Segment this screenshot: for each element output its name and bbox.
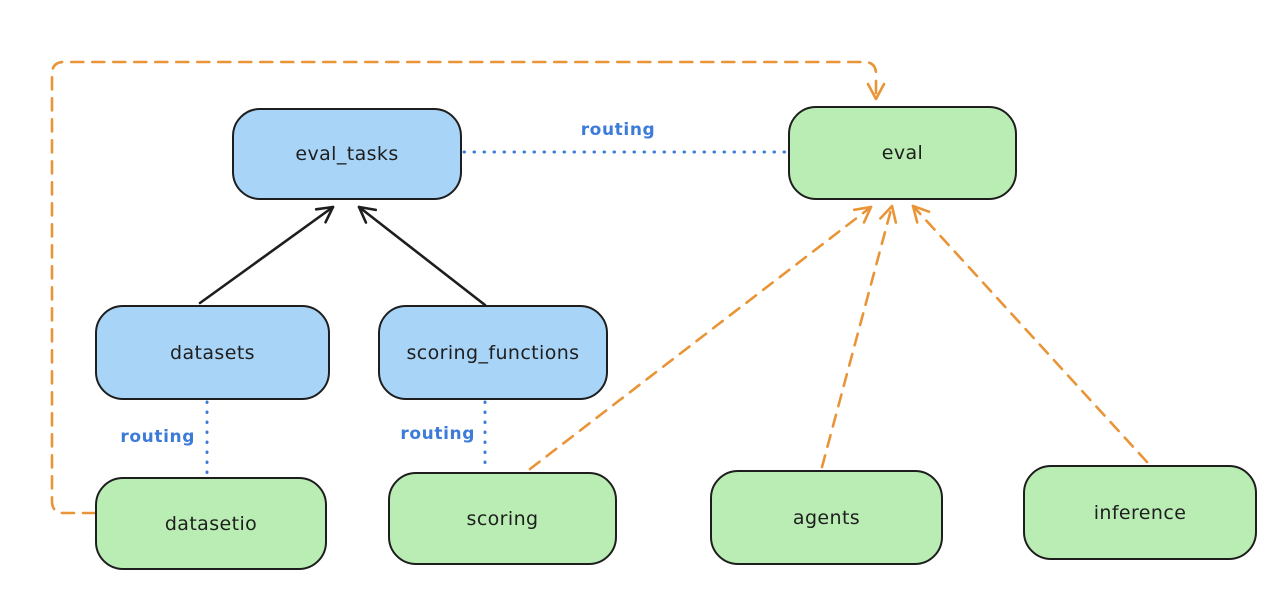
node-scoring-functions-label: scoring_functions	[406, 341, 580, 364]
node-datasets: datasets	[95, 305, 330, 400]
node-agents: agents	[710, 470, 943, 565]
routing-label-scoring-functions-scoring: routing	[400, 424, 475, 444]
node-datasets-label: datasets	[170, 341, 255, 364]
node-agents-label: agents	[792, 506, 861, 529]
node-scoring-label: scoring	[466, 507, 539, 530]
node-scoring-functions: scoring_functions	[378, 305, 608, 400]
edge-agents-to-eval	[820, 204, 898, 469]
node-eval-tasks: eval_tasks	[232, 108, 462, 200]
node-eval: eval	[788, 106, 1017, 200]
edge-scoring-functions-to-eval-tasks	[357, 205, 487, 307]
node-eval-label: eval	[881, 142, 924, 164]
node-inference-label: inference	[1093, 501, 1187, 524]
edge-scoring-to-eval	[528, 205, 873, 471]
node-eval-tasks-label: eval_tasks	[295, 143, 399, 165]
node-scoring: scoring	[388, 472, 617, 565]
edge-datasetio-to-eval	[50, 60, 886, 515]
edge-inference-to-eval	[911, 204, 1149, 464]
node-datasetio-label: datasetio	[164, 512, 258, 535]
node-inference: inference	[1023, 465, 1257, 560]
node-datasetio: datasetio	[95, 477, 327, 570]
routing-label-datasets-datasetio: routing	[120, 427, 195, 447]
routing-label-eval-tasks-eval: routing	[580, 120, 656, 140]
edge-datasets-to-eval-tasks	[198, 205, 335, 305]
